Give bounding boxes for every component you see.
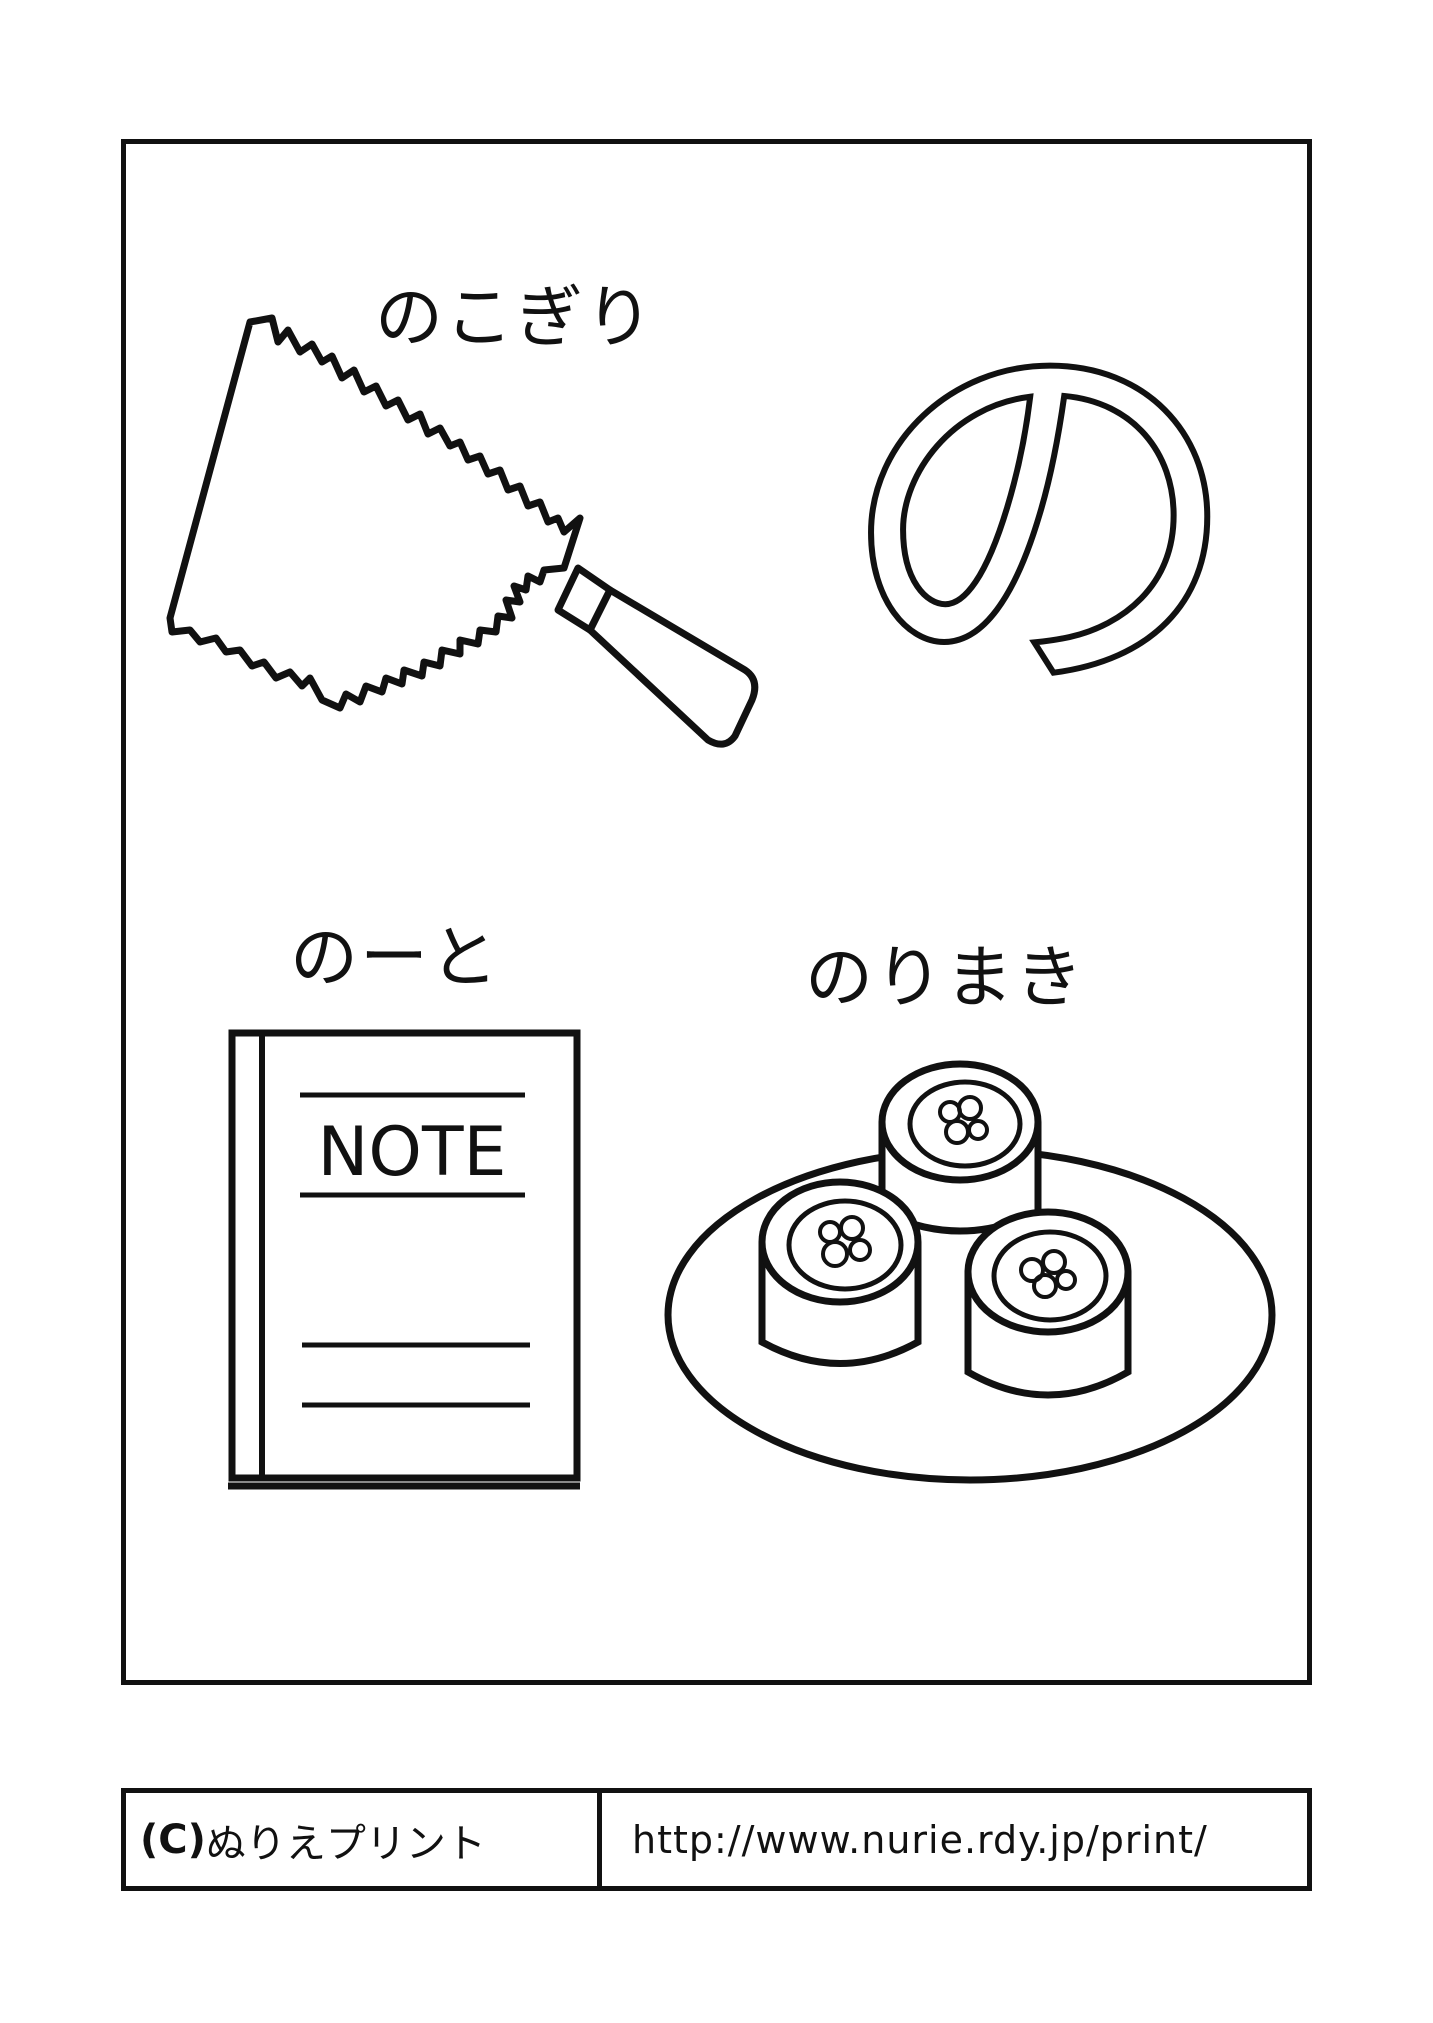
norimaki-illustration	[664, 1060, 1276, 1484]
notebook-cover-text: NOTE	[318, 1113, 507, 1192]
sushi-roll-back	[878, 1060, 1042, 1235]
saw-blade	[166, 314, 584, 712]
notebook-cover	[228, 1029, 581, 1482]
word-label-norimaki: のりまき	[805, 939, 1086, 1018]
letter-no-outline: の	[832, 330, 1248, 710]
site-name: ぬりえプリント	[205, 1820, 486, 1867]
sushi-roll-right	[964, 1208, 1132, 1399]
word-label-note: のーと	[290, 919, 501, 998]
footer-copyright-box: (C) ぬりえプリント	[121, 1788, 602, 1891]
saw-handle	[586, 586, 759, 748]
copyright-mark: (C)	[140, 1816, 206, 1863]
footer-url-box: http://www.nurie.rdy.jp/print/	[597, 1788, 1312, 1891]
site-url[interactable]: http://www.nurie.rdy.jp/print/	[632, 1817, 1208, 1862]
notebook-illustration: NOTE	[228, 1029, 581, 1490]
big-letter-no: の	[835, 330, 1245, 710]
word-label-saw: のこぎり	[375, 279, 656, 358]
saw-illustration	[166, 314, 759, 748]
sushi-roll-left	[758, 1178, 922, 1367]
coloring-frame	[121, 139, 1312, 1685]
